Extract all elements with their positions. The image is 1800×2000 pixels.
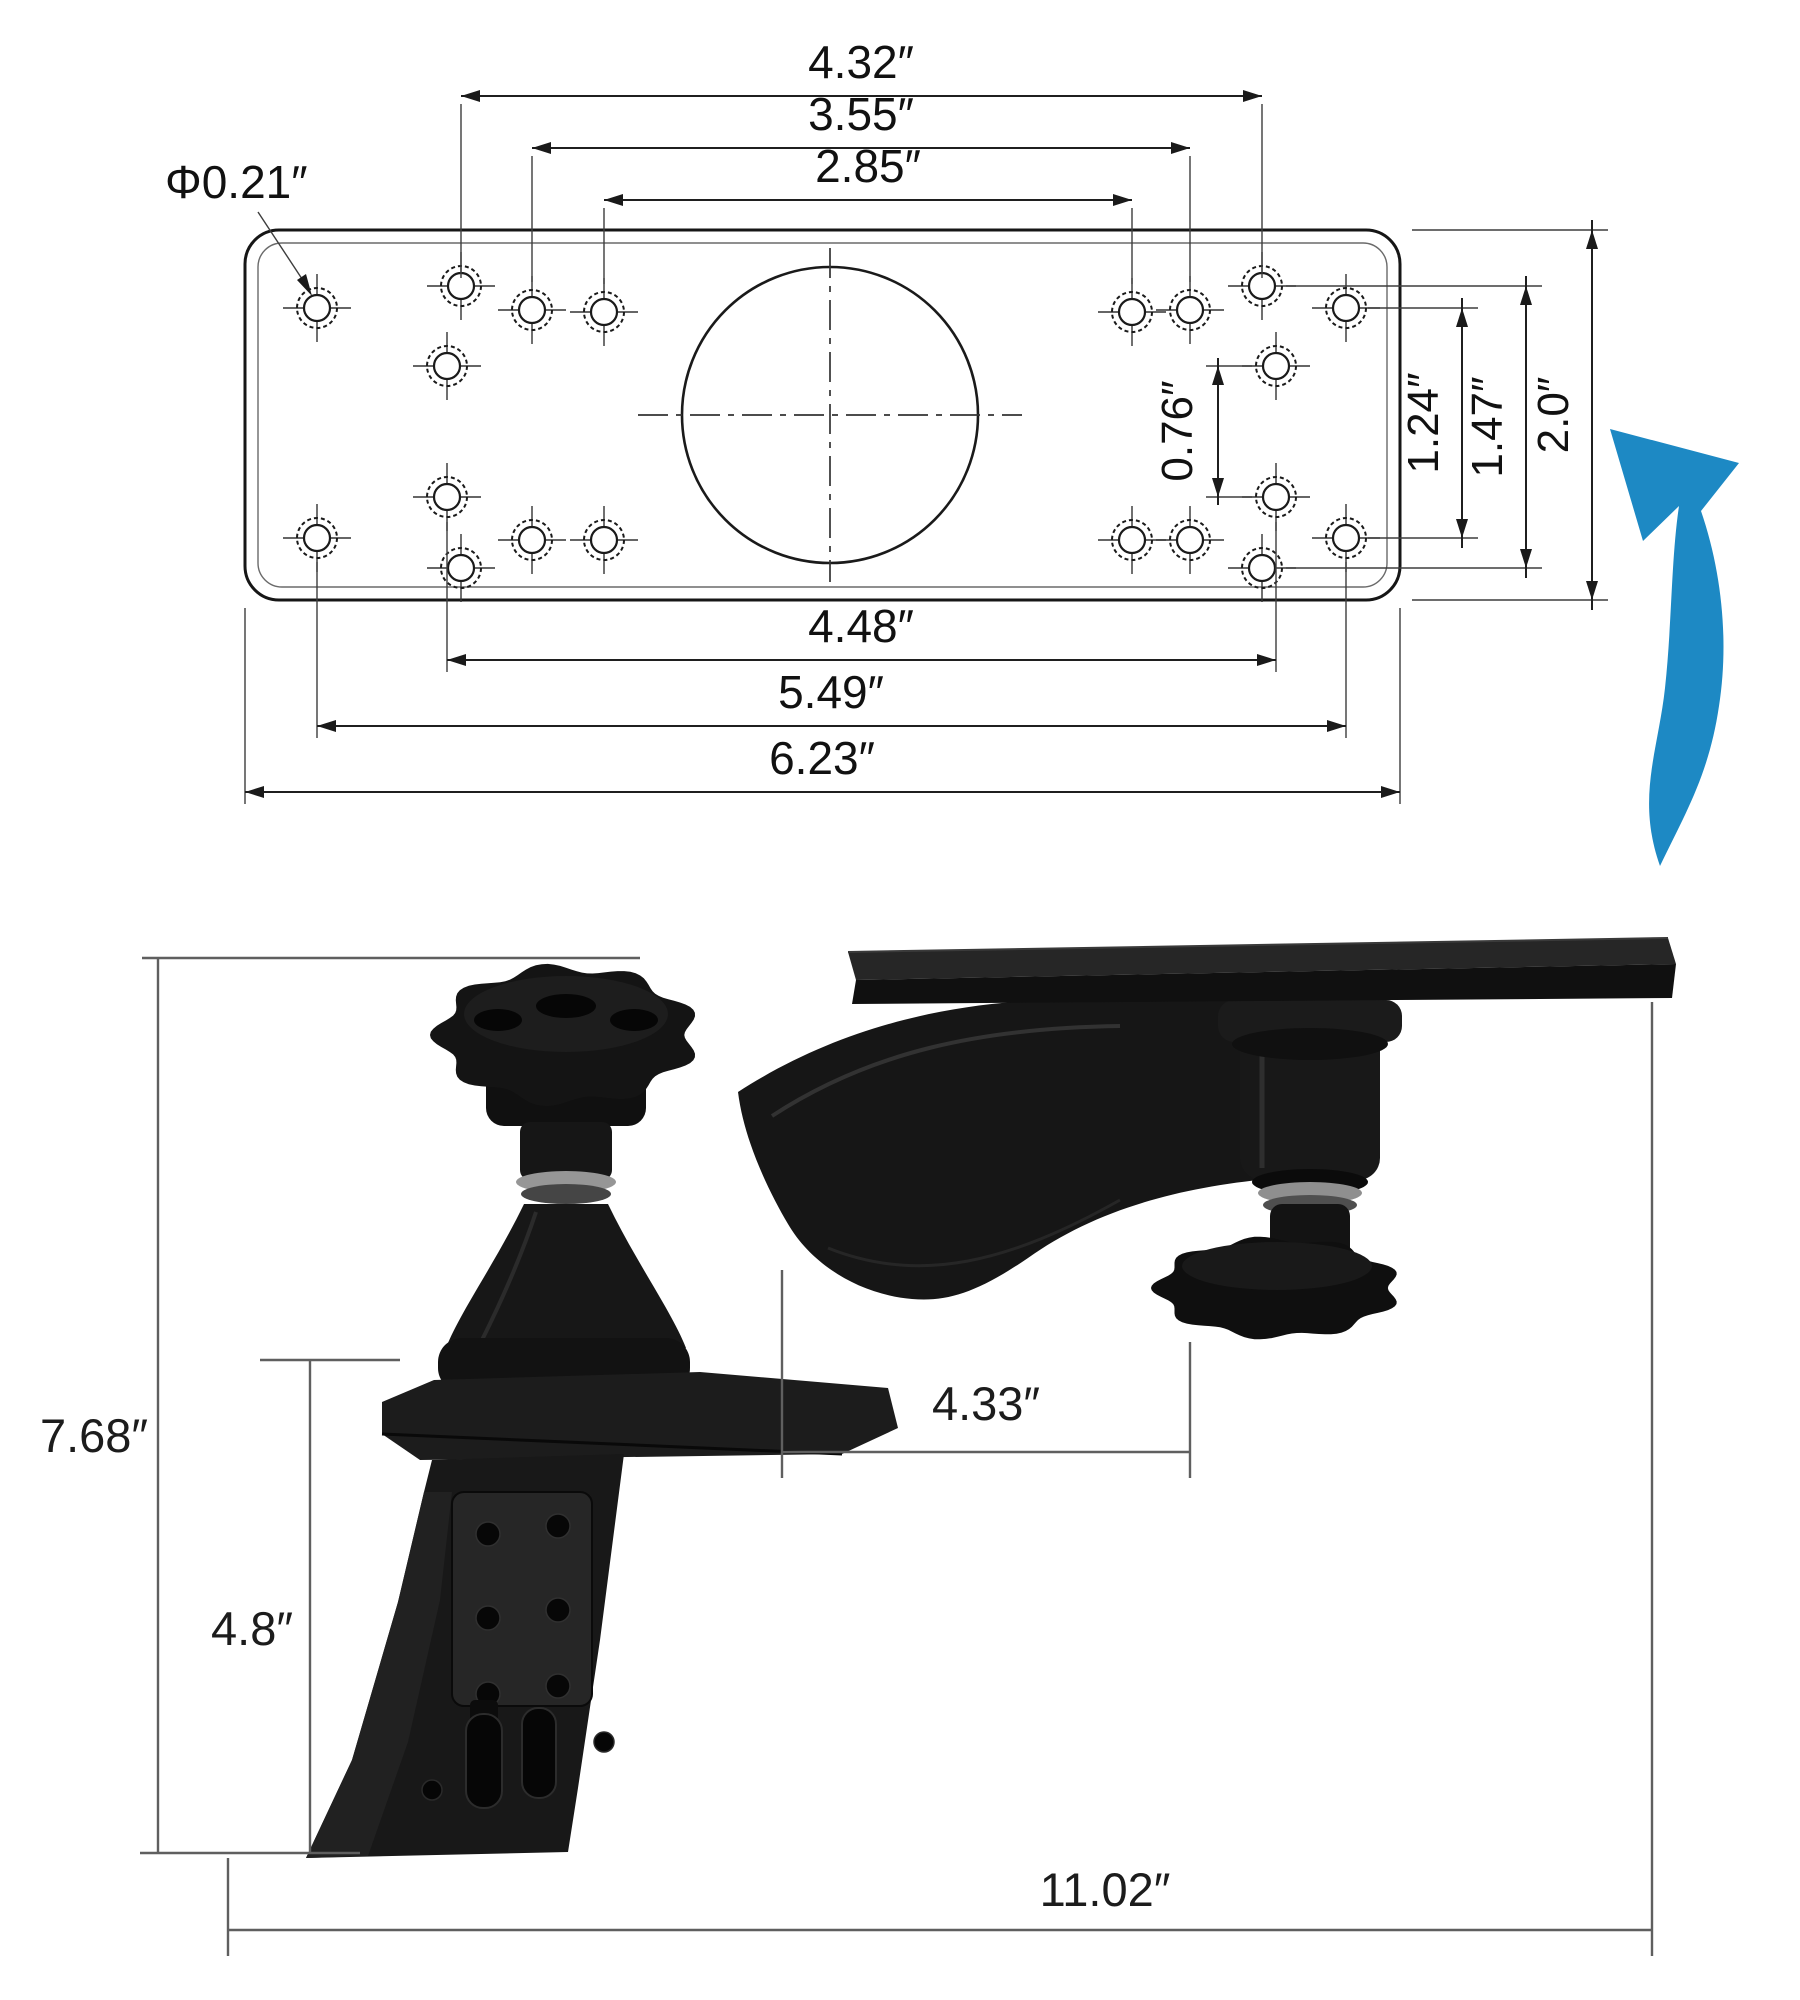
screw-hole	[283, 274, 351, 342]
screw-hole	[427, 252, 495, 320]
dim-label-2-85: 2.85″	[815, 140, 921, 192]
dim-bottom-549: 5.49″	[316, 562, 1347, 738]
bracket-slot-left	[465, 1713, 503, 1809]
dim-side-20: 2.0″	[1412, 220, 1608, 610]
dim-label-2-0: 2.0″	[1529, 377, 1578, 454]
bracket-slot-right	[521, 1707, 557, 1799]
dim-bottom-448: 4.48″	[446, 522, 1277, 672]
dim-label-6-23: 6.23″	[769, 732, 875, 784]
dim-bracket-height: 4.8″	[211, 1358, 400, 1853]
screw-hole	[498, 276, 566, 344]
dim-label-4-48: 4.48″	[808, 600, 914, 652]
rotate-arrow-icon	[1610, 429, 1739, 866]
dim-side-147: 1.47″	[1286, 276, 1542, 578]
dim-label-7-68: 7.68″	[40, 1409, 148, 1462]
left-cone	[446, 1204, 686, 1348]
dim-label-0-76: 0.76″	[1153, 380, 1202, 481]
screw-hole	[413, 332, 481, 400]
screw-hole	[1098, 506, 1166, 574]
dim-label-5-49: 5.49″	[778, 666, 884, 718]
photo-dimensions: 7.68″ 4.8″ 4.33″ 11.02″	[40, 956, 1654, 1956]
screw-hole	[1242, 463, 1310, 531]
dim-arm-offset: 4.33″	[780, 1270, 1192, 1478]
screw-holes	[283, 252, 1380, 602]
swivel-arm	[738, 1000, 1310, 1300]
screw-hole	[1156, 276, 1224, 344]
screw-hole	[1312, 504, 1380, 572]
hole-diameter-label: Φ0.21″	[165, 156, 308, 208]
dim-overall-height: 7.68″	[40, 956, 640, 1855]
product-photo	[306, 937, 1676, 1858]
screw-hole	[570, 506, 638, 574]
vesa-screw-holes	[475, 1513, 571, 1707]
left-pivot-assembly	[430, 963, 695, 1392]
wall-bracket	[306, 1372, 898, 1858]
vesa-plate	[451, 1491, 593, 1707]
screw-hole	[1156, 506, 1224, 574]
dim-overall-length: 11.02″	[226, 1002, 1654, 1956]
dim-label-1-24: 1.24″	[1399, 372, 1448, 473]
screw-hole	[1228, 534, 1296, 602]
left-neck	[520, 1122, 612, 1180]
dim-label-1-47: 1.47″	[1463, 376, 1512, 477]
top-mounting-plate	[847, 937, 1676, 1004]
dim-label-3-55: 3.55″	[808, 88, 914, 140]
dim-side-076: 0.76″	[1153, 358, 1252, 505]
bracket-top-plate	[382, 1372, 898, 1460]
screw-hole	[1242, 332, 1310, 400]
mounting-plate-drawing: 4.32″ 3.55″ 2.85″ Φ0.21″	[165, 36, 1608, 804]
screw-hole	[1098, 278, 1166, 346]
screw-hole	[283, 504, 351, 572]
dim-label-11-02: 11.02″	[1040, 1863, 1171, 1916]
dim-label-4-8: 4.8″	[211, 1602, 293, 1655]
dim-label-4-33: 4.33″	[932, 1377, 1040, 1430]
dim-top-355: 3.55″	[531, 88, 1191, 282]
center-hole-circle	[638, 248, 1022, 582]
dim-top-432: 4.32″	[460, 36, 1263, 278]
screw-hole	[570, 278, 638, 346]
right-cylinder	[1240, 1018, 1380, 1180]
right-pivot-assembly	[1151, 1000, 1402, 1340]
hole-diameter-callout: Φ0.21″	[165, 156, 312, 296]
dim-side-124: 1.24″	[1368, 298, 1478, 548]
screw-hole	[498, 506, 566, 574]
dim-label-4-32: 4.32″	[808, 36, 914, 88]
dim-bottom-623: 6.23″	[244, 608, 1401, 804]
dim-top-285: 2.85″	[603, 140, 1133, 284]
screw-hole	[413, 463, 481, 531]
screw-hole	[427, 534, 495, 602]
